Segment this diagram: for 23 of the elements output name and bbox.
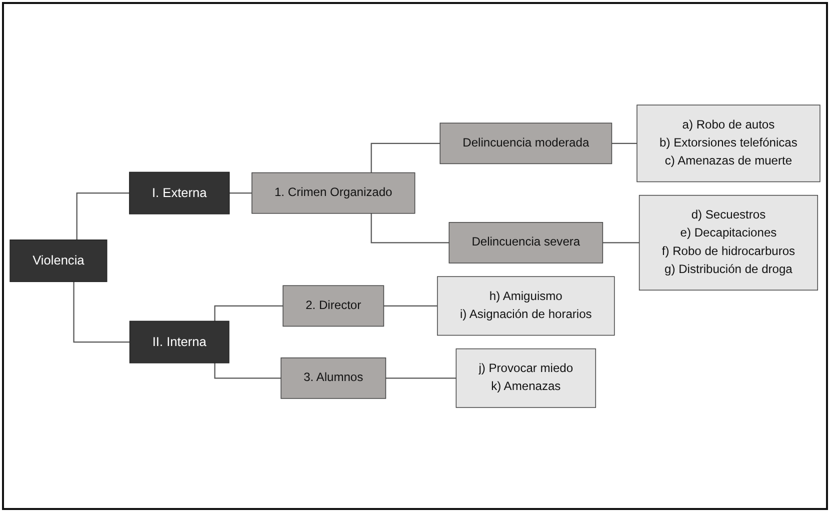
connector bbox=[602, 242, 640, 244]
node-box: Delincuencia severa bbox=[448, 222, 604, 264]
connector bbox=[214, 305, 284, 321]
node-box: Violencia bbox=[10, 239, 108, 282]
connector bbox=[76, 192, 130, 240]
node-box: 1. Crimen Organizado bbox=[252, 172, 416, 214]
connector bbox=[370, 213, 450, 244]
connector bbox=[383, 305, 438, 306]
connector bbox=[214, 362, 282, 378]
connector bbox=[370, 142, 440, 172]
node-box: 2. Director bbox=[282, 284, 384, 326]
connector bbox=[385, 377, 456, 378]
node-box: j) Provocar miedo k) Amenazas bbox=[456, 348, 596, 408]
connector bbox=[611, 142, 637, 144]
node-box: Delincuencia moderada bbox=[440, 122, 612, 164]
node-box: 3. Alumnos bbox=[280, 357, 386, 399]
node-box: d) Secuestros e) Decapitaciones f) Robo de hidrocarburos g) Distribución de droga bbox=[638, 194, 818, 290]
node-box: I. Externa bbox=[129, 172, 230, 214]
node-box: II. Interna bbox=[129, 320, 230, 364]
node-box: a) Robo de autos b) Extorsiones telefónicas c) Amenazas de muerte bbox=[636, 104, 820, 182]
node-box: h) Amiguismo i) Asignación de horarios bbox=[437, 276, 615, 336]
connector bbox=[73, 281, 130, 342]
connector bbox=[228, 192, 252, 194]
